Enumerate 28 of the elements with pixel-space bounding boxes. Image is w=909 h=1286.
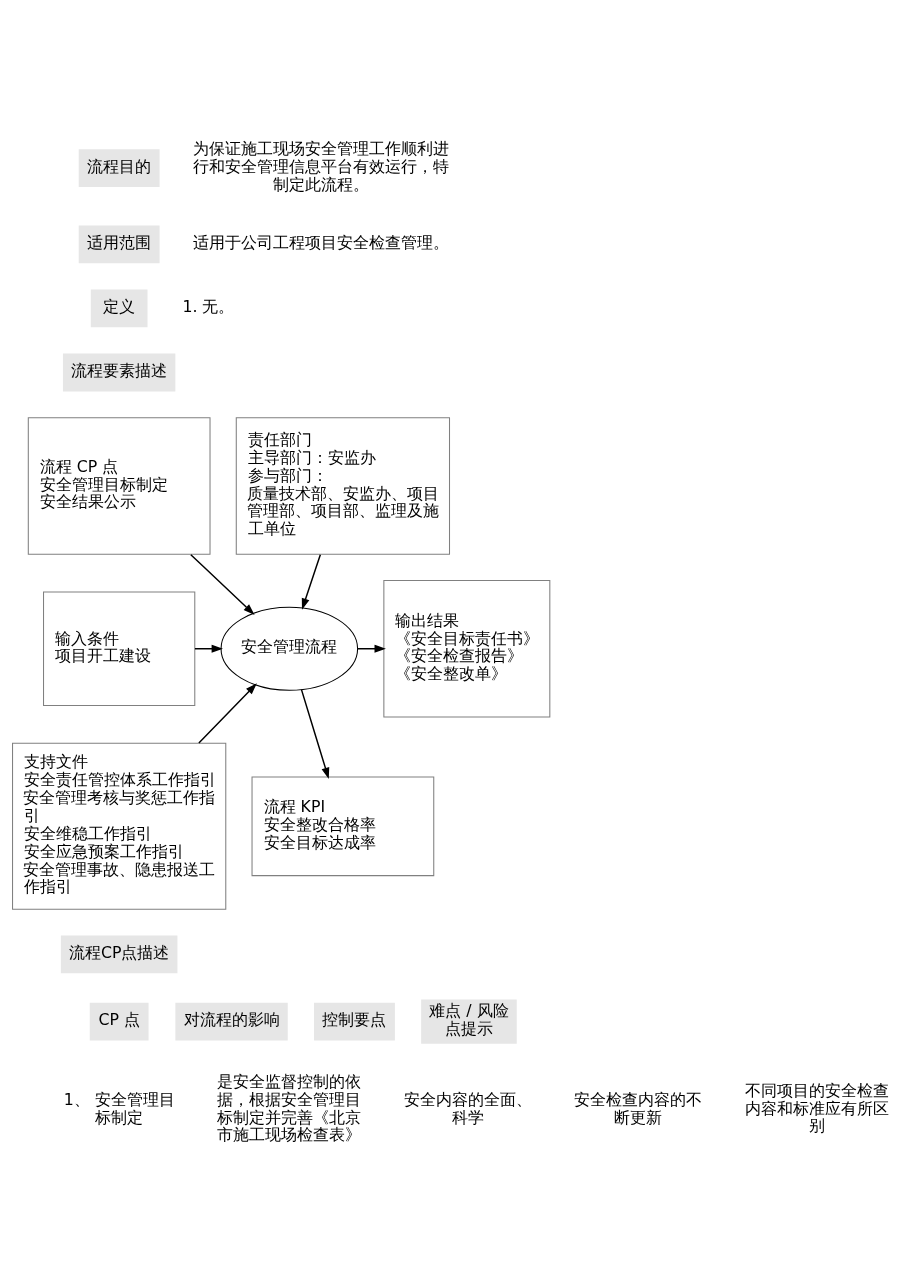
label: 为保证施工现场安全管理工作顺利进行和安全管理信息平台有效运行，特制定此流程。	[192, 138, 449, 194]
label: 适用范围	[87, 232, 152, 252]
label: 难点 / 风险点提示	[429, 1000, 509, 1038]
node-box: 责任部门 主导部门：安监办 参与部门： 质量技术部、安监办、项目管理部、项目部、监理及施工单位	[235, 416, 451, 555]
label: 对流程的影响	[183, 1009, 280, 1029]
label: 安全内容的全面、科学	[403, 1089, 532, 1126]
arrow	[198, 682, 257, 744]
node-box: 支持文件 安全责任管控体系工作指引 安全管理考核与奖惩工作指引 安全维稳工作指引 安全应急预案工作指引 安全管理事故、隐患报送工作指引	[12, 742, 227, 910]
arrow	[301, 553, 322, 610]
label: 控制要点	[322, 1009, 387, 1029]
node-box: 输出结果 《安全目标责任书》 《安全检查报告》 《安全整改单》	[383, 579, 551, 718]
node-box: 流程 KPI 安全整改合格率 安全目标达成率	[251, 775, 435, 876]
label: 流程CP点描述	[68, 942, 170, 962]
label: 不同项目的安全检查内容和标准应有所区别	[744, 1080, 889, 1135]
label: 是安全监督控制的依据，根据安全管理目标制定并完善《北京市施工现场检查表》	[217, 1071, 362, 1144]
label: 安全检查内容的不断更新	[574, 1089, 703, 1126]
arrow	[300, 688, 330, 779]
node-box: 流程 CP 点 安全管理目标制定 安全结果公示	[27, 416, 211, 555]
arrow	[190, 553, 255, 615]
label: 定义	[103, 296, 136, 316]
label: 适用于公司工程项目安全检查管理。	[192, 232, 449, 252]
node-ellipse: 安全管理流程	[220, 606, 359, 691]
label: 流程目的	[87, 156, 152, 176]
label: 流程要素描述	[71, 360, 168, 380]
node-box: 输入条件 项目开工建设	[43, 591, 196, 706]
label: 1、 安全管理目标制定	[63, 1089, 175, 1126]
label: 1. 无。	[182, 296, 235, 316]
label: CP 点	[98, 1009, 140, 1029]
